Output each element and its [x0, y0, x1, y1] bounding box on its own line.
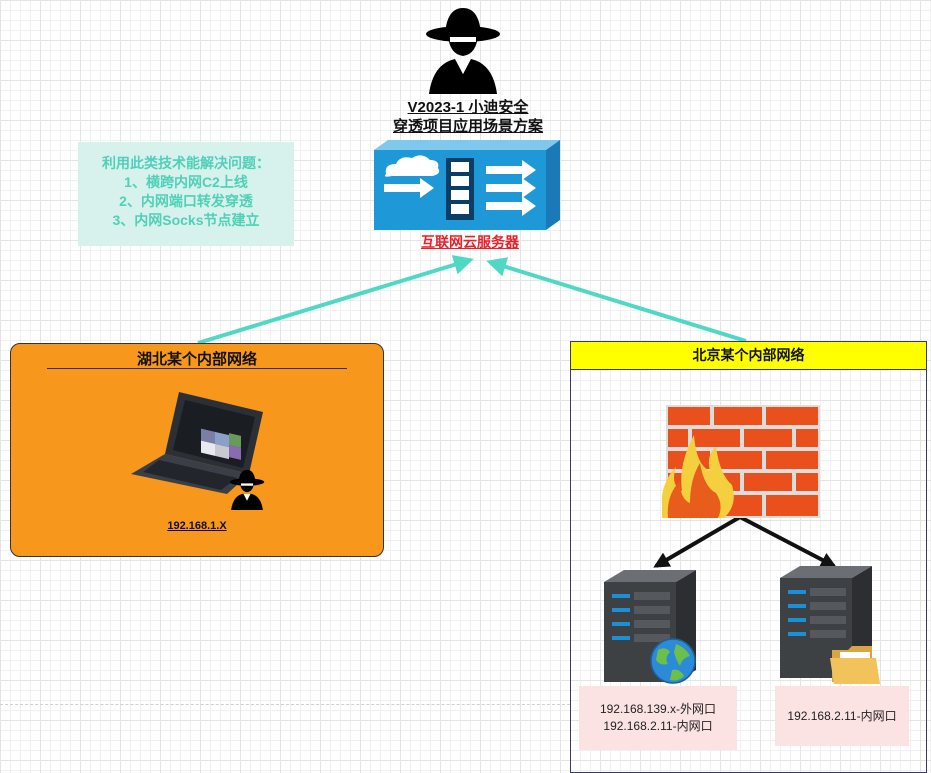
server-right-ip-box: 192.168.2.11-内网口 [775, 686, 909, 746]
hubei-network-title: 湖北某个内部网络 [136, 351, 257, 368]
globe-icon [650, 638, 696, 684]
notes-box: 利用此类技术能解决问题： 1、横跨内网C2上线 2、内网端口转发穿透 3、内网S… [78, 142, 294, 246]
server-right-ip-internal: 192.168.2.11-内网口 [787, 709, 897, 723]
beijing-network-title: 北京某个内部网络 [571, 342, 926, 370]
server-left-ip-internal: 192.168.2.11-内网口 [603, 719, 713, 733]
diagram-title: V2023-1 小迪安全 穿透项目应用场景方案 [330, 98, 606, 136]
router-switch-icon[interactable] [374, 140, 560, 232]
beijing-network-box[interactable]: 北京某个内部网络 [570, 341, 927, 773]
firewall-to-server-right-connector[interactable] [739, 515, 837, 568]
notes-heading: 利用此类技术能解决问题： [102, 155, 270, 171]
page-break-line [0, 704, 570, 705]
hubei-network-box[interactable]: 湖北某个内部网络 192.168.1.X [10, 343, 384, 557]
server-left-ip-box: 192.168.139.x-外网口 192.168.2.11-内网口 [579, 686, 737, 750]
hubei-to-cloud-connector[interactable] [197, 255, 474, 345]
hacker-icon [426, 8, 500, 94]
title-line-2: 穿透项目应用场景方案 [392, 118, 543, 135]
beijing-to-cloud-connector[interactable] [486, 257, 747, 343]
notes-item: 2、内网端口转发穿透 [119, 193, 253, 209]
hacker-small-icon [229, 469, 265, 510]
folder-icon [830, 646, 880, 684]
cloud-server-label: 互联网云服务器 [421, 234, 519, 250]
notes-item: 3、内网Socks节点建立 [112, 212, 260, 228]
server-left-ip-external: 192.168.139.x-外网口 [599, 702, 717, 716]
laptop-icon [131, 392, 263, 494]
hubei-title-divider [47, 368, 347, 369]
title-line-1: V2023-1 小迪安全 [407, 99, 529, 116]
notes-item: 1、横跨内网C2上线 [124, 174, 248, 190]
firewall-to-server-left-connector[interactable] [653, 515, 742, 568]
hubei-ip-label: 192.168.1.X [167, 520, 227, 532]
firewall-icon[interactable] [662, 405, 820, 518]
